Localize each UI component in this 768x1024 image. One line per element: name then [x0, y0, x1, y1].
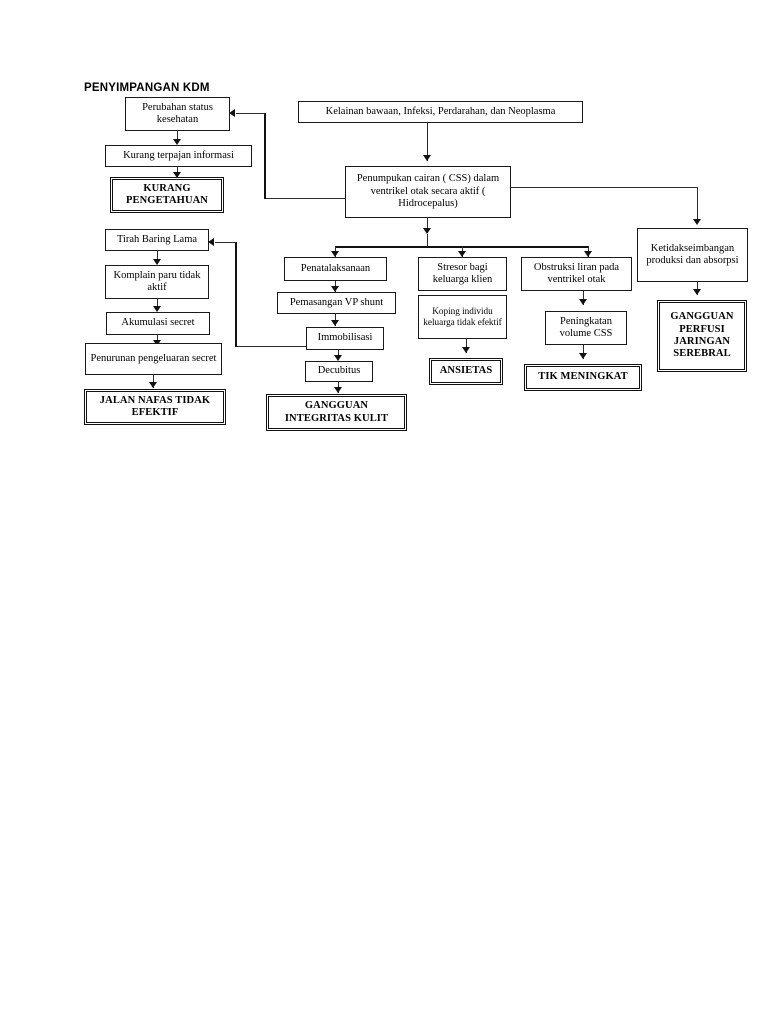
node-tirah-baring: Tirah Baring Lama: [105, 229, 209, 251]
node-immobilisasi: Immobilisasi: [306, 327, 384, 350]
arrowhead-down-tik: [579, 353, 587, 359]
node-perubahan-status: Perubahan status kesehatan: [125, 97, 230, 131]
arrowhead-down-penatalaksanaan: [331, 251, 339, 257]
arrowhead-down-komplain: [153, 259, 161, 265]
connector-penumpukan-left: [265, 198, 346, 199]
arrowhead-down-perfusi: [693, 289, 701, 295]
arrowhead-down-peningkatan: [579, 299, 587, 305]
arrowhead-down-terpajan: [173, 139, 181, 145]
arrowhead-down-penumpukan: [423, 155, 431, 161]
node-penurunan-pengeluaran: Penurunan pengeluaran secret: [85, 343, 222, 375]
arrowhead-down-ketidakseimbangan: [693, 219, 701, 225]
node-pemasangan-vp-shunt: Pemasangan VP shunt: [277, 292, 396, 314]
connector-to-distribution-bar: [427, 234, 428, 247]
connector-immobilisasi-to-tirah: [215, 242, 236, 243]
node-gangguan-integritas: GANGGUAN INTEGRITAS KULIT: [266, 394, 407, 431]
arrowhead-down-distribution: [423, 228, 431, 234]
connector-koping-to-ansietas: [466, 339, 467, 353]
arrowhead-down-vpshunt: [331, 286, 339, 292]
arrowhead-left-tirah: [208, 238, 214, 246]
arrowhead-down-stresor: [458, 251, 466, 257]
node-jalan-nafas: JALAN NAFAS TIDAK EFEKTIF: [84, 389, 226, 425]
node-ansietas: ANSIETAS: [429, 358, 503, 385]
node-penatalaksanaan: Penatalaksanaan: [284, 257, 387, 281]
node-komplain-paru: Komplain paru tidak aktif: [105, 265, 209, 299]
connector-immobilisasi-left: [236, 346, 309, 347]
node-koping-individu: Koping individu keluarga tidak efektif: [418, 295, 507, 339]
arrowhead-down-immobilisasi: [331, 320, 339, 326]
connector-penurunan-to-jalannafas: [153, 375, 154, 388]
connector-feedback-vertical: [264, 113, 266, 199]
connector-peningkatan-to-tik: [583, 345, 584, 359]
node-kelainan-bawaan: Kelainan bawaan, Infeksi, Perdarahan, da…: [298, 101, 583, 123]
page-title: PENYIMPANGAN KDM: [84, 82, 210, 94]
connector-kelainan-to-penumpukan: [427, 123, 428, 161]
node-obstruksi-liran: Obstruksi liran pada ventrikel otak: [521, 257, 632, 291]
arrowhead-down-obstruksi: [584, 251, 592, 257]
arrowhead-left-perubahan: [229, 109, 235, 117]
connector-komplain-to-akumulasi: [157, 299, 158, 311]
connector-feedback-to-perubahan: [236, 113, 265, 114]
connector-terpajan-to-pengetahuan: [177, 167, 178, 176]
node-penumpukan-cairan: Penumpukan cairan ( CSS) dalam ventrikel…: [345, 166, 511, 218]
arrowhead-down-ansietas: [462, 347, 470, 353]
node-peningkatan-volume: Peningkatan volume CSS: [545, 311, 627, 345]
connector-right-down: [697, 187, 698, 223]
connector-penumpukan-down: [427, 218, 428, 232]
connector-obstruksi-to-peningkatan: [583, 291, 584, 305]
arrowhead-down-integritas: [334, 387, 342, 393]
node-kurang-terpajan: Kurang terpajan informasi: [105, 145, 252, 167]
connector-ketidakseimbangan-to-perfusi: [697, 282, 698, 295]
node-tik-meningkat: TIK MENINGKAT: [524, 364, 642, 391]
arrowhead-down-jalannafas: [149, 382, 157, 388]
connector-penumpukan-right: [511, 187, 698, 188]
node-kurang-pengetahuan: KURANG PENGETAHUAN: [110, 177, 224, 213]
arrowhead-down-akumulasi: [153, 306, 161, 312]
node-ketidakseimbangan: Ketidakseimbangan produksi dan absorpsi: [637, 228, 748, 282]
arrowhead-down-decubitus: [334, 355, 342, 361]
connector-tirah-to-komplain: [157, 251, 158, 264]
node-stresor-keluarga: Stresor bagi keluarga klien: [418, 257, 507, 291]
node-akumulasi-secret: Akumulasi secret: [106, 312, 210, 335]
connector-immobilisasi-vertical: [235, 242, 237, 347]
node-decubitus: Decubitus: [305, 361, 373, 382]
connector-perubahan-to-terpajan: [177, 131, 178, 143]
node-gangguan-perfusi: GANGGUAN PERFUSI JARINGAN SEREBRAL: [657, 300, 747, 372]
arrowhead-down-pengetahuan: [173, 172, 181, 178]
